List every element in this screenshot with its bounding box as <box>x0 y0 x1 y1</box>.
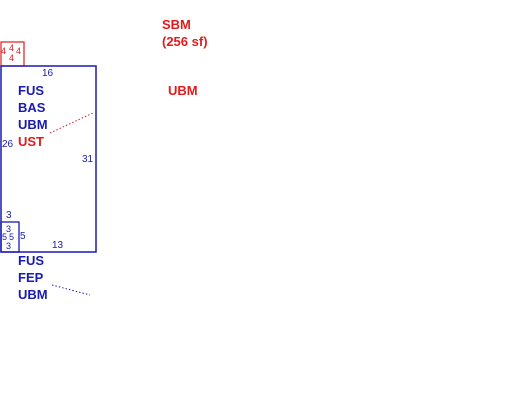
red-leader-line <box>49 112 94 134</box>
small-box-dim-left: 5 <box>2 232 8 242</box>
ubm-label-right: UBM <box>168 83 198 98</box>
red-box-dim-right: 4 <box>16 46 22 56</box>
lower-label-fus: FUS <box>18 253 44 268</box>
main-room-dim-bottom: 13 <box>52 240 64 251</box>
main-room-label-ubm: UBM <box>18 117 48 132</box>
main-room-outline <box>0 65 97 253</box>
red-box-dim-bottom: 4 <box>9 53 15 63</box>
main-room-dim-top: 16 <box>42 68 54 79</box>
main-room-label-bas: BAS <box>18 100 46 115</box>
sbm-area-label: (256 sf) <box>162 34 208 49</box>
main-room-label-ust: UST <box>18 134 44 149</box>
main-room-label-fus: FUS <box>18 83 44 98</box>
small-box-outline <box>0 221 20 253</box>
small-box-dim-right: 5 <box>20 231 26 242</box>
small-box-dim-mid: 5 <box>9 232 15 242</box>
small-box-dim-top: 3 <box>6 210 12 221</box>
small-box-dim-inner: 3 <box>6 224 12 234</box>
main-room-dim-left: 26 <box>2 139 14 150</box>
sbm-label: SBM <box>162 17 191 32</box>
red-box-dim-left: 4 <box>1 46 7 56</box>
lower-label-fep: FEP <box>18 270 44 285</box>
blue-leader-line <box>51 284 91 296</box>
red-box-dim-top: 4 <box>9 43 15 53</box>
lower-label-ubm: UBM <box>18 287 48 302</box>
main-room-dim-right: 31 <box>82 154 94 165</box>
small-box-dim-bottom: 3 <box>6 241 12 251</box>
